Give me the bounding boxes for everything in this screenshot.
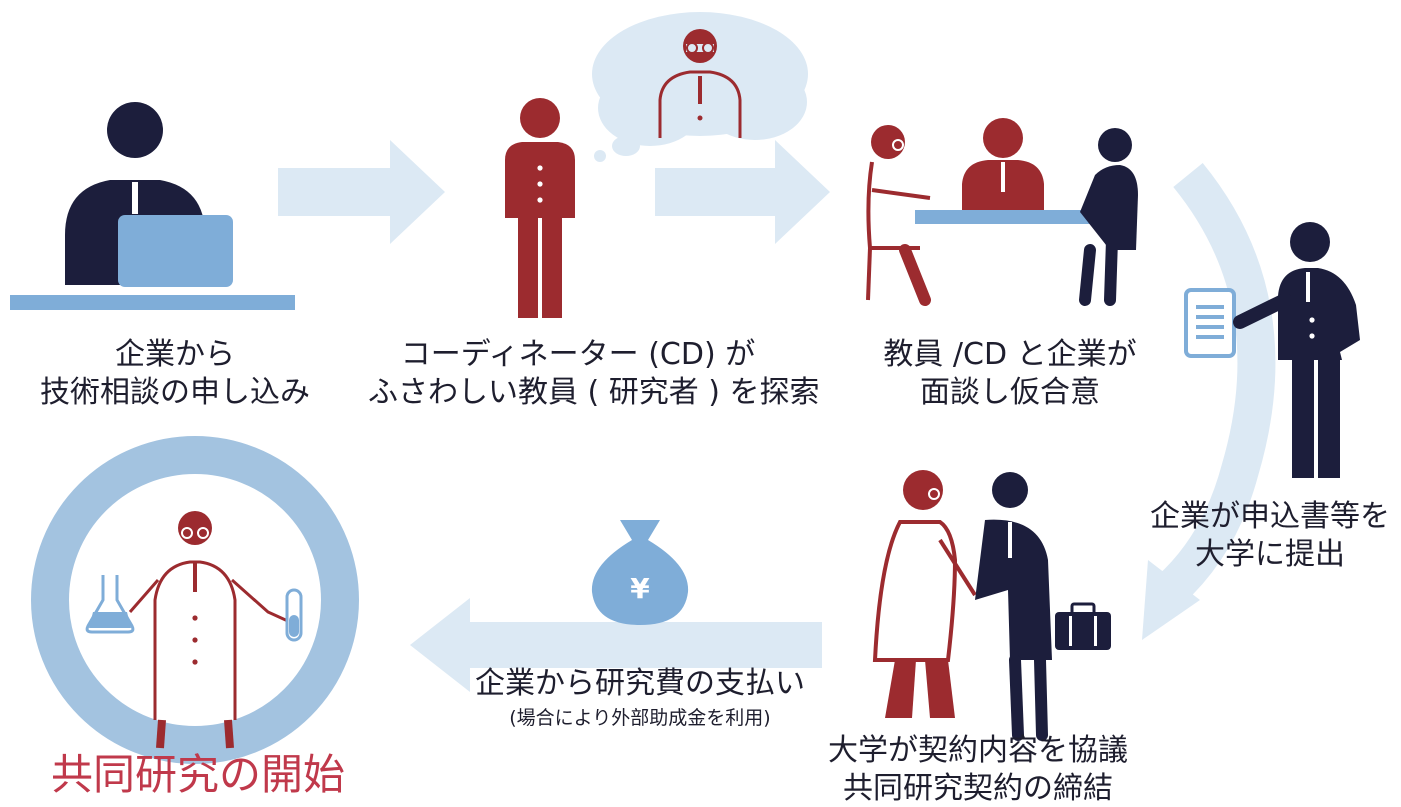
- business-person-laptop-icon: [10, 102, 295, 310]
- yen-symbol: ¥: [630, 572, 650, 605]
- payment-label: 企業から研究費の支払い (場合により外部助成金を利用): [430, 665, 850, 730]
- step-5-line-2: 共同研究契約の締結: [808, 770, 1148, 807]
- payment-note-text: (場合により外部助成金を利用): [430, 707, 850, 731]
- test-tube-icon: [287, 590, 301, 640]
- flow-arrow-1: [278, 140, 445, 244]
- payment-main-text: 企業から研究費の支払い: [430, 665, 850, 703]
- step-3-line-2: 面談し仮合意: [845, 374, 1175, 412]
- step-2-label: コーディネーター (CD) が ふさわしい教員 ( 研究者 ) を探索: [368, 336, 788, 411]
- coordinator-icon: [505, 98, 575, 318]
- step-2-line-2: ふさわしい教員 ( 研究者 ) を探索: [368, 374, 788, 412]
- step-1-line-2: 技術相談の申し込み: [20, 374, 330, 412]
- final-title: 共同研究の開始: [28, 752, 368, 798]
- step-4-line-2: 大学に提出: [1140, 536, 1400, 574]
- money-bag-icon: ¥: [592, 520, 688, 625]
- handshake-icon: [875, 470, 1111, 735]
- step-1-label: 企業から 技術相談の申し込み: [20, 336, 330, 411]
- step-5-label: 大学が契約内容を協議 共同研究契約の締結: [808, 732, 1148, 807]
- step-5-line-1: 大学が契約内容を協議: [808, 732, 1148, 770]
- step-1-line-1: 企業から: [20, 336, 330, 374]
- step-2-line-1: コーディネーター (CD) が: [368, 336, 788, 374]
- step-4-label: 企業が申込書等を 大学に提出: [1140, 498, 1400, 573]
- step-4-line-1: 企業が申込書等を: [1140, 498, 1400, 536]
- meeting-icon: [868, 118, 1138, 300]
- step-3-label: 教員 /CD と企業が 面談し仮合意: [845, 336, 1175, 411]
- step-3-line-1: 教員 /CD と企業が: [845, 336, 1175, 374]
- flow-arrow-2: [655, 140, 830, 244]
